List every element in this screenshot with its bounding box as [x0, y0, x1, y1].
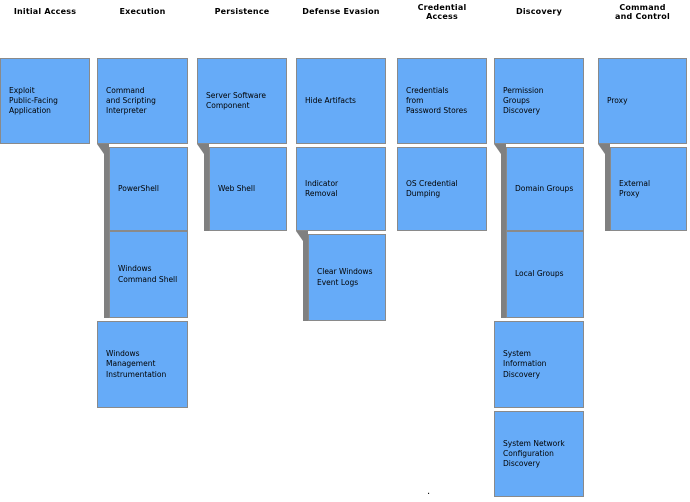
- technique-cell-system-network-configuration-discovery[interactable]: System Network Configuration Discovery: [494, 411, 584, 497]
- tactic-header-execution: Execution: [119, 7, 166, 17]
- subtechnique-connector-wedge: [197, 144, 209, 154]
- technique-cell-server-software-component[interactable]: Server Software Component: [197, 58, 287, 144]
- tactic-header-initial-access: Initial Access: [13, 7, 77, 17]
- technique-cell-system-information-discovery[interactable]: System Information Discovery: [494, 321, 584, 408]
- technique-cell-permission-groups-discovery[interactable]: Permission Groups Discovery: [494, 58, 584, 144]
- subtechnique-connector-bar: [605, 144, 610, 231]
- subtechnique-cell-local-groups[interactable]: Local Groups: [506, 231, 584, 318]
- technique-cell-hide-artifacts[interactable]: Hide Artifacts: [296, 58, 386, 144]
- technique-cell-exploit-public-facing-application[interactable]: Exploit Public-Facing Application: [0, 58, 90, 144]
- subtechnique-connector-wedge: [494, 144, 506, 154]
- subtechnique-connector-wedge: [97, 144, 109, 154]
- subtechnique-cell-domain-groups[interactable]: Domain Groups: [506, 147, 584, 231]
- subtechnique-cell-web-shell[interactable]: Web Shell: [209, 147, 287, 231]
- tactic-header-command-and-control: Command and Control: [615, 2, 670, 21]
- technique-cell-credentials-from-password-stores[interactable]: Credentials from Password Stores: [397, 58, 487, 144]
- technique-cell-os-credential-dumping[interactable]: OS Credential Dumping: [397, 147, 487, 231]
- subtechnique-connector-bar: [501, 144, 506, 318]
- subtechnique-cell-windows-command-shell[interactable]: Windows Command Shell: [109, 231, 188, 318]
- subtechnique-connector-bar: [104, 144, 109, 318]
- tactic-header-defense-evasion: Defense Evasion: [302, 7, 380, 17]
- technique-cell-indicator-removal[interactable]: Indicator Removal: [296, 147, 386, 231]
- subtechnique-cell-powershell[interactable]: PowerShell: [109, 147, 188, 231]
- technique-cell-proxy[interactable]: Proxy: [598, 58, 687, 144]
- technique-cell-command-and-scripting-interpreter[interactable]: Command and Scripting Interpreter: [97, 58, 188, 144]
- stray-dot: .: [427, 486, 431, 497]
- subtechnique-connector-bar: [303, 231, 308, 321]
- subtechnique-connector-wedge: [598, 144, 610, 154]
- tactic-header-discovery: Discovery: [516, 7, 562, 17]
- subtechnique-connector-wedge: [296, 231, 308, 241]
- tactic-header-credential-access: Credential Access: [417, 2, 467, 21]
- subtechnique-cell-clear-windows-event-logs[interactable]: Clear Windows Event Logs: [308, 234, 386, 321]
- tactic-header-persistence: Persistence: [214, 7, 270, 17]
- subtechnique-connector-bar: [204, 144, 209, 231]
- subtechnique-cell-external-proxy[interactable]: External Proxy: [610, 147, 687, 231]
- technique-cell-windows-management-instrumentation[interactable]: Windows Management Instrumentation: [97, 321, 188, 408]
